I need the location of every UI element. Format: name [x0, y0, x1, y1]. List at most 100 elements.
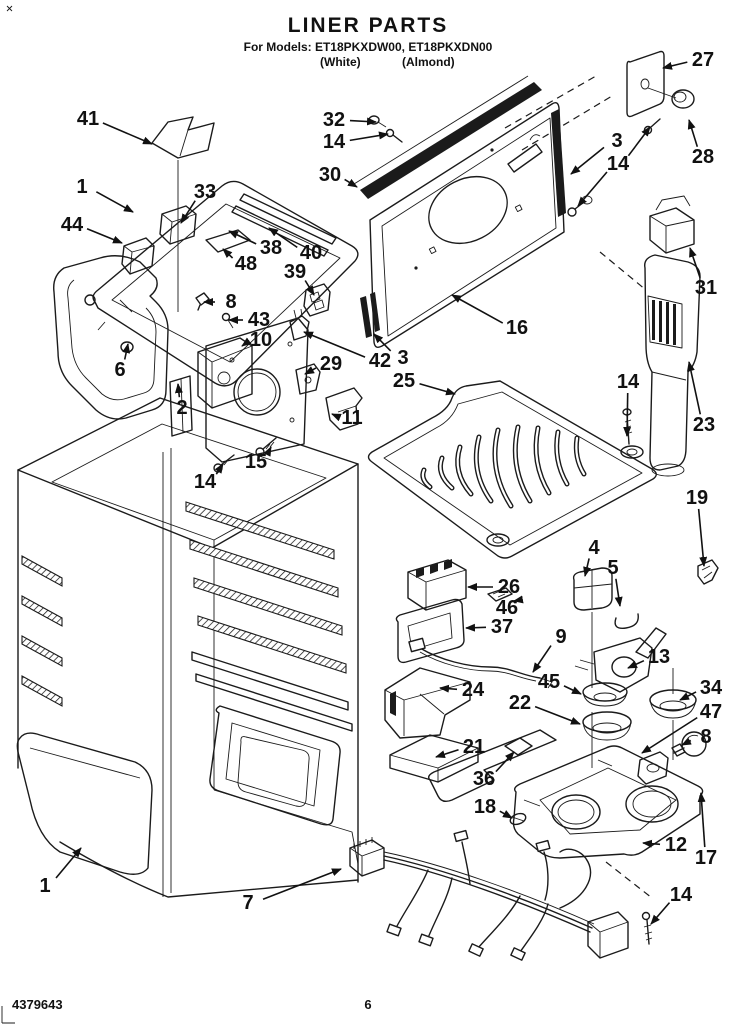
callout-number-11: 11	[341, 407, 362, 429]
callout-number-40: 40	[300, 242, 322, 264]
callout-8: 8	[681, 726, 712, 748]
page-number: 6	[364, 997, 372, 1012]
callout-4: 4	[583, 537, 600, 577]
callout-3: 3	[373, 333, 409, 369]
registration-marks	[1, 5, 15, 1024]
callout-47: 47	[641, 701, 722, 754]
callout-number-14: 14	[323, 131, 346, 153]
callout-45: 45	[538, 671, 582, 695]
callout-number-26: 26	[498, 576, 520, 598]
callout-44: 44	[61, 214, 123, 244]
callout-number-1: 1	[76, 176, 87, 198]
callout-15: 15	[245, 446, 272, 473]
callout-8: 8	[203, 291, 237, 313]
air-tower-drawing	[599, 195, 719, 585]
shelf-panel-drawing	[367, 380, 657, 559]
liner-side-insulation-drawing	[53, 255, 169, 420]
control-box-cluster-drawing	[384, 559, 553, 783]
callout-6: 6	[114, 343, 131, 381]
callout-30: 30	[319, 164, 358, 188]
callout-number-4: 4	[588, 537, 600, 559]
callout-number-21: 21	[463, 736, 485, 758]
callout-25: 25	[393, 370, 456, 396]
callout-11: 11	[331, 407, 363, 429]
callout-48: 48	[222, 248, 257, 275]
callout-number-27: 27	[692, 49, 714, 71]
callout-37: 37	[465, 616, 513, 638]
callout-31: 31	[689, 247, 717, 299]
callout-number-41: 41	[77, 108, 99, 130]
callout-3: 3	[570, 130, 623, 175]
callout-number-24: 24	[462, 679, 485, 701]
access-plate-and-plug-drawing	[504, 50, 695, 151]
finish-almond-label: (Almond)	[402, 55, 455, 69]
callout-number-14: 14	[607, 153, 630, 175]
callout-number-38: 38	[260, 237, 282, 259]
finish-white-label: (White)	[320, 55, 361, 69]
fan-shroud-and-timer-drawing	[169, 317, 363, 473]
callout-number-31: 31	[695, 277, 717, 299]
page-title: LINER PARTS	[287, 14, 449, 37]
callout-7: 7	[242, 868, 342, 914]
callout-27: 27	[662, 49, 714, 71]
callout-number-39: 39	[284, 261, 306, 283]
callout-number-18: 18	[474, 796, 496, 818]
callout-number-43: 43	[248, 309, 270, 331]
callout-number-45: 45	[538, 671, 560, 693]
callout-number-42: 42	[369, 350, 391, 372]
cabinet-liner-drawing	[16, 397, 359, 898]
callout-number-14: 14	[194, 471, 217, 493]
lamp-housing-cluster-drawing	[427, 567, 707, 945]
callout-number-8: 8	[700, 726, 711, 748]
callout-34: 34	[679, 677, 723, 701]
callout-24: 24	[439, 679, 485, 701]
callout-10: 10	[241, 329, 272, 351]
models-line: For Models: ET18PKXDW00, ET18PKXDN00	[243, 40, 493, 54]
callout-number-8: 8	[225, 291, 236, 313]
callout-number-3: 3	[611, 130, 622, 152]
callout-28: 28	[687, 119, 714, 168]
callout-number-47: 47	[700, 701, 722, 723]
callout-13: 13	[627, 646, 670, 669]
rear-panel-drawing	[353, 75, 593, 349]
callout-number-28: 28	[692, 146, 714, 168]
callout-number-33: 33	[194, 181, 216, 203]
part-41-cover-flap-drawing	[151, 116, 215, 312]
callout-number-14: 14	[617, 371, 640, 393]
callout-46: 46	[496, 595, 524, 619]
wire-harness-drawing	[349, 829, 629, 961]
callout-17: 17	[695, 792, 717, 869]
callout-number-2: 2	[176, 397, 187, 419]
callout-14: 14	[194, 463, 224, 493]
callout-number-46: 46	[496, 597, 518, 619]
callout-number-36: 36	[473, 768, 495, 790]
callout-43: 43	[228, 309, 270, 331]
callout-number-9: 9	[555, 626, 566, 648]
callout-number-6: 6	[114, 359, 125, 381]
callout-29: 29	[304, 353, 342, 375]
callout-32: 32	[323, 109, 377, 131]
callout-number-15: 15	[245, 451, 267, 473]
callout-number-17: 17	[695, 847, 717, 869]
callout-16: 16	[451, 294, 528, 339]
callout-33: 33	[180, 181, 216, 224]
callout-40: 40	[268, 227, 322, 264]
callout-38: 38	[228, 230, 282, 259]
callout-number-30: 30	[319, 164, 341, 186]
callout-23: 23	[686, 361, 715, 436]
callout-number-19: 19	[686, 487, 708, 509]
callout-26: 26	[467, 576, 520, 598]
callout-number-12: 12	[665, 834, 687, 856]
callout-number-25: 25	[393, 370, 415, 392]
callout-number-1: 1	[39, 875, 50, 897]
callout-18: 18	[474, 796, 513, 819]
callout-number-34: 34	[700, 677, 723, 699]
callout-number-14: 14	[670, 884, 693, 906]
callout-39: 39	[284, 261, 315, 296]
callout-number-5: 5	[607, 557, 618, 579]
callout-5: 5	[607, 557, 623, 607]
callout-number-16: 16	[506, 317, 528, 339]
callout-number-13: 13	[648, 646, 670, 668]
